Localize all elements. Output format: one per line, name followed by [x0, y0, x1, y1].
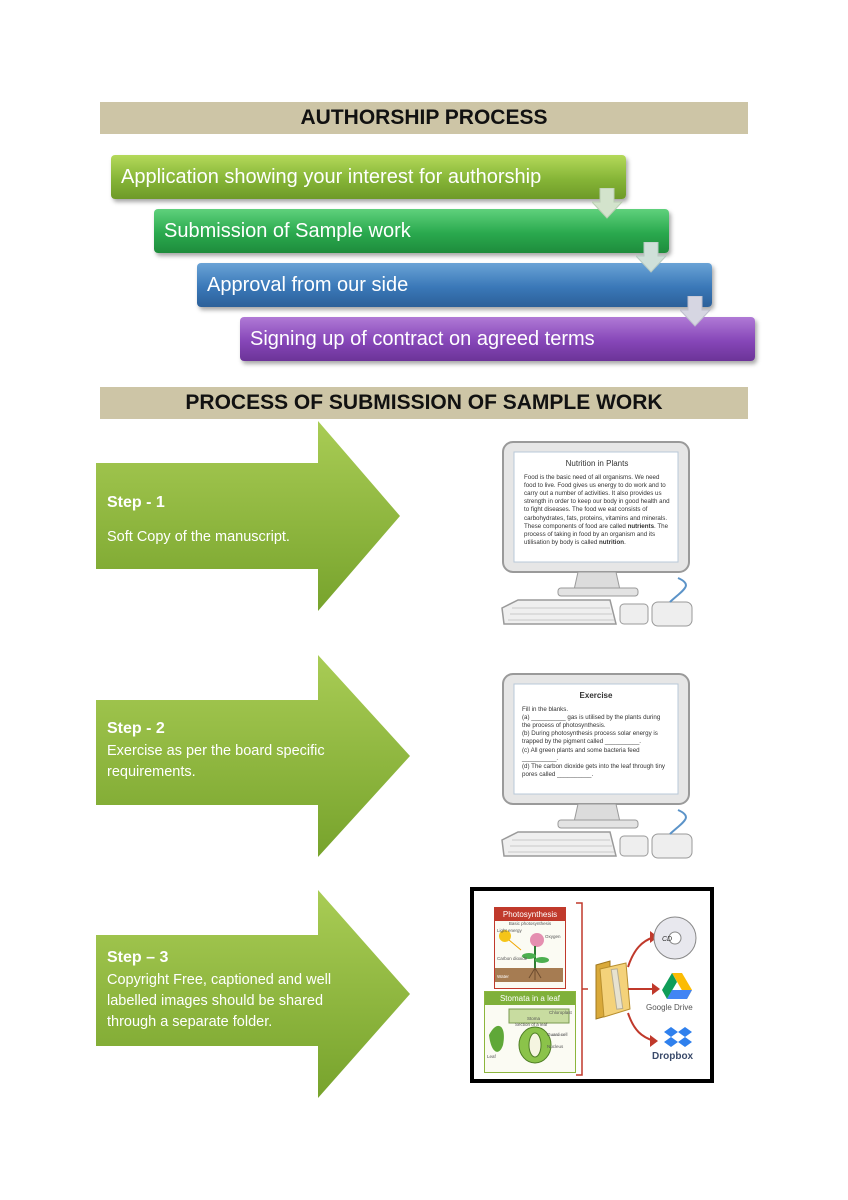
plant-icon: [495, 930, 563, 982]
cd-label: CD: [662, 936, 672, 943]
connector-arrow-icon: [680, 296, 712, 327]
cd-icon: CD: [653, 916, 697, 960]
screen-1-end: .: [624, 538, 626, 546]
share-arrows-icon: [627, 931, 660, 1047]
step-2-description: Exercise as per the board specific requi…: [107, 743, 325, 780]
images-folder-illustration: Photosynthesis Basic photosynthesis Ligh…: [470, 887, 714, 1083]
google-drive-label: Google Drive: [646, 1003, 693, 1012]
stomata-label-section: Section of a leaf: [515, 1022, 548, 1027]
step-2-label: Step - 2: [107, 720, 165, 737]
connector-arrow-icon: [592, 188, 624, 219]
step-2-text: Step - 2 Exercise as per the board speci…: [107, 718, 347, 783]
screen-1-body: Food is the basic need of all organisms.…: [524, 474, 670, 530]
stomata-panel-title: Stomata in a leaf: [485, 992, 575, 1005]
screen-2-line: (d) The carbon dioxide gets into the lea…: [522, 762, 665, 778]
authorship-title: AUTHORSHIP PROCESS: [100, 102, 748, 134]
photosynthesis-panel: Photosynthesis Basic photosynthesis Ligh…: [494, 907, 566, 989]
stomata-label-stoma: Stoma: [527, 1016, 541, 1021]
step-3-description: Copyright Free, captioned and well label…: [107, 972, 332, 1030]
step-2-arrow: [96, 655, 410, 857]
photosynthesis-label-water: Water: [497, 974, 509, 979]
screen-2-line: Fill in the blanks.: [522, 706, 569, 714]
stomata-label-guard-cell: Guard cell: [547, 1032, 568, 1037]
step-1-arrow: [96, 421, 400, 611]
google-drive-icon: [662, 973, 692, 999]
dropbox-icon: [664, 1027, 692, 1047]
authorship-step-1: Application showing your interest for au…: [111, 155, 626, 199]
screen-1-title: Nutrition in Plants: [565, 459, 629, 468]
screen-2-line: (b) During photosynthesis process solar …: [522, 730, 658, 746]
screen-2-title: Exercise: [579, 691, 613, 700]
step-3-text: Step – 3 Copyright Free, captioned and w…: [107, 947, 357, 1033]
screen-2-line: (c) All green plants and some bacteria f…: [522, 746, 640, 762]
photosynthesis-label-light: Light energy: [497, 928, 522, 933]
authorship-step-3: Approval from our side: [197, 263, 712, 307]
dropbox-label: Dropbox: [652, 1051, 694, 1062]
authorship-step-4: Signing up of contract on agreed terms: [240, 317, 755, 361]
computer-2-icon: Exercise Fill in the blanks. (a) _______…: [498, 672, 698, 868]
screen-1-body-2: . The process of taking in food by an or…: [524, 522, 669, 546]
submission-title: PROCESS OF SUBMISSION OF SAMPLE WORK: [100, 387, 748, 419]
connector-arrow-icon: [636, 242, 668, 273]
authorship-step-2: Submission of Sample work: [154, 209, 669, 253]
step-1-text: Step - 1 Soft Copy of the manuscript.: [107, 492, 337, 548]
stomata-label-chloroplast: Chloroplast: [549, 1010, 572, 1015]
step-3-label: Step – 3: [107, 949, 169, 966]
screen-2-content: Exercise Fill in the blanks. (a) _______…: [522, 691, 670, 779]
screen-1-content: Nutrition in Plants Food is the basic ne…: [524, 459, 670, 547]
computer-1-icon: Nutrition in Plants Food is the basic ne…: [498, 440, 698, 636]
stomata-panel: Stomata in a leaf Chloroplast Stoma Guar…: [484, 991, 576, 1073]
photosynthesis-label-co2: Carbon dioxide: [497, 956, 528, 961]
step-1-description: Soft Copy of the manuscript.: [107, 529, 290, 545]
step-3-arrow: [96, 890, 410, 1098]
photosynthesis-subtitle: Basic photosynthesis: [508, 921, 552, 926]
screen-1-bold-1: nutrients: [627, 522, 655, 530]
stomata-label-leaf: Leaf: [487, 1054, 496, 1059]
screen-1-bold-2: nutrition: [599, 538, 625, 546]
step-1-label: Step - 1: [107, 494, 165, 511]
bracket-icon: [576, 902, 588, 1076]
screen-2-line: (a) __________ gas is utilised by the pl…: [522, 714, 661, 730]
stomata-icon: [489, 1008, 570, 1064]
photosynthesis-panel-title: Photosynthesis: [495, 908, 565, 921]
photosynthesis-label-oxygen: Oxygen: [545, 934, 561, 939]
stomata-label-nucleus: Nucleus: [547, 1044, 564, 1049]
folder-icon: [595, 960, 631, 1020]
